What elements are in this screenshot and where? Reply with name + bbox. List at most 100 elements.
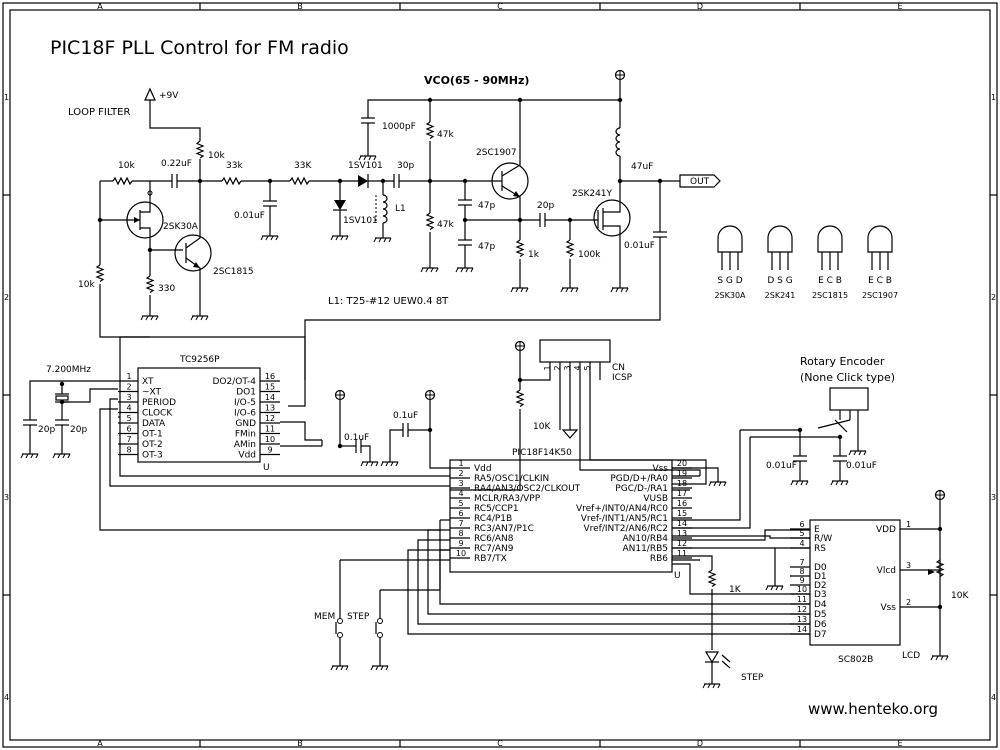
c-30p-label: 30p	[397, 161, 414, 171]
pic-pin-name-13: AN10/RB4	[622, 534, 668, 544]
q-2sk30a-label: 2SK30A	[163, 222, 199, 232]
tc9256p-pin-num-9: 9	[267, 446, 272, 455]
pinout-2sc1907-part: 2SC1907	[862, 291, 898, 300]
r-330-label: 330	[158, 284, 175, 294]
vco-section: VCO(65 - 90MHz) 1000pF 1SV101 1SV101 30p	[288, 69, 721, 407]
pic-pin-num-11: 11	[677, 549, 687, 558]
c-01uf-tc-label: 0.1uF	[344, 433, 369, 443]
pinout-2sc1907: E C B 2SC1907	[862, 225, 898, 300]
lcd-pin-name-8: D1	[814, 572, 827, 582]
c-001uf-enc-b-label: 0.01uF	[846, 461, 877, 471]
pic-pin-num-8: 8	[458, 529, 463, 538]
r-47k-top-label: 47k	[437, 130, 454, 140]
pinout-2sc1815-part: 2SC1815	[812, 291, 848, 300]
pic-pin-name-17: VUSB	[643, 494, 668, 504]
pic18f14k50-body	[449, 459, 673, 573]
c-001uf-lf-label: 0.01uF	[234, 211, 265, 221]
tc9256p-pin-name-4: CLOCK	[142, 409, 173, 419]
pic-pin-num-15: 15	[677, 509, 687, 518]
tc9256p-pin-num-4: 4	[126, 404, 131, 413]
tc9256p-pin-num-2: 2	[126, 383, 131, 392]
vco-label: VCO(65 - 90MHz)	[424, 74, 529, 87]
d-1sv101-top-label: 1SV101	[348, 161, 383, 171]
tc9256p-pin-num-3: 3	[126, 393, 131, 402]
pic-pin-name-14: Vref/INT2/AN6/RC2	[583, 524, 668, 534]
pinout-2sc1815-pins: E C B	[818, 276, 842, 286]
pinout-2sk241-pins: D S G	[767, 276, 792, 286]
r-33k-a-label: 33k	[226, 161, 243, 171]
led-step-label: STEP	[741, 673, 764, 683]
tc9256p-pin-name-16: DO2/OT-4	[212, 377, 256, 387]
frame-row-4-left: 4	[4, 693, 9, 702]
q-2sc1907-label: 2SC1907	[476, 148, 517, 158]
lcd-pin-num-9: 9	[799, 576, 804, 585]
lcd-pin-name-10: D3	[814, 590, 827, 600]
frame-row-3-right: 3	[991, 493, 996, 502]
pinout-diagrams: S G D 2SK30A D S G 2SK241 E C B 2SC1815 …	[714, 225, 898, 300]
lcd-pin-num-14: 14	[797, 625, 807, 634]
tc9256p-pin-name-3: PERIOD	[142, 398, 176, 408]
c-47uf-label: 47uF	[631, 162, 653, 172]
frame-col-E-top: E	[897, 2, 902, 11]
page-title: PIC18F PLL Control for FM radio	[50, 37, 349, 59]
c-001uf-enc-a-label: 0.01uF	[766, 461, 797, 471]
pic-pin-num-4: 4	[458, 489, 463, 498]
lcd-pin-name-13: D6	[814, 620, 827, 630]
website-url: www.henteko.org	[808, 700, 938, 718]
tc9256p-pin-num-14: 14	[265, 393, 275, 402]
frame-row-4-right: 4	[991, 693, 996, 702]
pic-pin-name-2: RA5/OSC1/CLKIN	[474, 474, 549, 484]
lcd-body	[809, 519, 901, 646]
c-47p-top-label: 47p	[478, 201, 495, 211]
pic-pin-num-1: 1	[458, 459, 463, 468]
q-2sk241y-label: 2SK241Y	[572, 189, 613, 199]
r-100k-label: 100k	[578, 250, 601, 260]
tc9256p-pin-num-15: 15	[265, 383, 275, 392]
pic-pin-name-16: Vref+/INT0/AN4/RC0	[576, 504, 668, 514]
pic-pin-name-12: AN11/RB5	[622, 544, 668, 554]
frame-col-A-top: A	[97, 2, 103, 11]
tc9256p-name: TC9256P	[179, 355, 220, 365]
pic-left-pins: 1Vdd2RA5/OSC1/CLKIN3RA4/AN3/OSC2/CLKOUT4…	[450, 459, 581, 564]
pic-pin-name-15: Vref-/INT1/AN5/RC1	[581, 514, 668, 524]
frame-col-E-bottom: E	[897, 739, 902, 748]
tc9256p-pin-num-1: 1	[126, 372, 131, 381]
pinout-2sk241: D S G 2SK241	[765, 225, 795, 300]
pic-pin-num-10: 10	[456, 549, 466, 558]
tc9256p-pin-num-11: 11	[265, 425, 275, 434]
icsp-pin-num-1: 1	[543, 365, 552, 370]
pic-pin-num-7: 7	[458, 519, 463, 528]
pinout-2sk30a: S G D 2SK30A	[714, 225, 746, 300]
pic-pin-name-20: Vss	[652, 464, 668, 474]
tc9256p-pin-name-14: I/O-5	[234, 398, 256, 408]
pic-pin-num-12: 12	[677, 539, 687, 548]
tc9256p-pin-name-7: OT-2	[142, 440, 163, 450]
pic-pin-num-6: 6	[458, 509, 463, 518]
pic-pin-name-19: PGD/D+/RA0	[610, 474, 668, 484]
rotary-encoder-label-1: Rotary Encoder	[800, 355, 885, 368]
tc9256p-pin-num-5: 5	[126, 414, 131, 423]
pic-pin-num-20: 20	[677, 459, 687, 468]
q-2sc1907-symbol	[491, 162, 529, 200]
tc9256p-pin-name-11: FMin	[235, 430, 256, 440]
pic-pin-num-2: 2	[458, 469, 463, 478]
pic-pin-name-6: RC4/P1B	[474, 514, 512, 524]
tc9256p-pin-num-6: 6	[126, 425, 131, 434]
lcd-rpin-num-2: 2	[906, 598, 911, 607]
icsp-pin-num-5: 5	[583, 365, 592, 370]
frame-row-2-right: 2	[991, 293, 996, 302]
icsp-pin-num-3: 3	[563, 365, 572, 370]
tc9256p-pin-name-9: Vdd	[238, 451, 256, 461]
r-10k-bottom-label: 10k	[78, 280, 95, 290]
tc9256p-pin-num-10: 10	[265, 435, 275, 444]
pinout-2sk30a-pins: S G D	[717, 276, 742, 286]
out-port	[679, 174, 721, 188]
pic-pin-num-5: 5	[458, 499, 463, 508]
pic-pin-name-11: RB6	[650, 554, 668, 564]
lcd-pin-num-6: 6	[799, 520, 804, 529]
pic-unit: U	[674, 571, 681, 581]
frame-col-B-bottom: B	[297, 739, 303, 748]
